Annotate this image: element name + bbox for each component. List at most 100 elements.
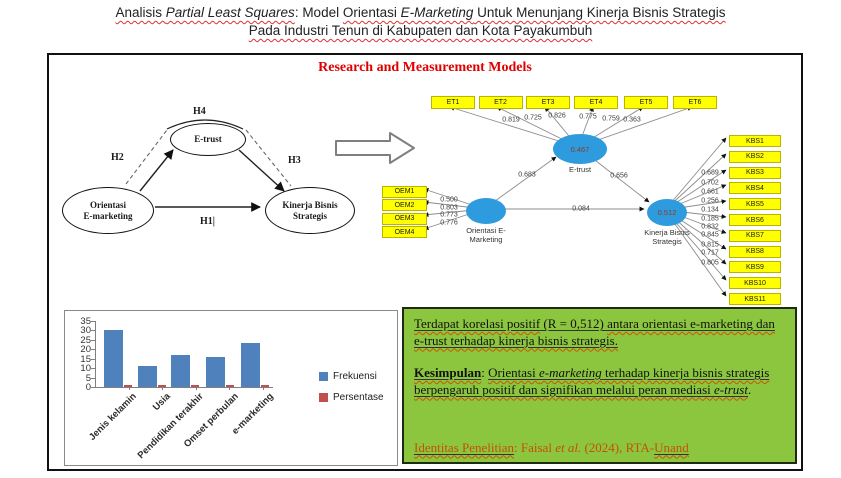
construct-kbs-label: Kinerja Bisnis Strategis (644, 228, 690, 246)
indicator-box-kbs9: KBS9 (729, 261, 781, 274)
hypothesis-h3-label: H3 (288, 155, 301, 166)
concept-node-oem-label: Orientasi E-marketing (83, 200, 133, 221)
construct-oem-label: Orientasi E- Marketing (466, 226, 506, 244)
hypothesis-h1-label: H1| (200, 216, 215, 227)
indicator-box-kbs2: KBS2 (729, 150, 781, 163)
y-tick-label: 35 (80, 315, 91, 327)
y-tick-mark (91, 339, 95, 341)
indicator-box-et6: ET6 (673, 96, 717, 109)
concept-node-kbs-label: Kinerja Bisnis Strategis (282, 200, 338, 221)
x-tick-mark (162, 387, 163, 390)
indicator-box-et1: ET1 (431, 96, 475, 109)
loading-value-oem1: 0.500 (440, 196, 458, 203)
loading-value-kbs3: 0.661 (701, 188, 719, 195)
construct-kbs-circle: 0.512 (647, 199, 687, 226)
indicator-box-kbs11: KBS11 (729, 293, 781, 305)
etrust-r2-value: 0.467 (570, 144, 590, 154)
bar-frekuensi (171, 354, 190, 387)
indicator-box-kbs7: KBS7 (729, 229, 781, 242)
x-tick-mark (262, 387, 264, 390)
findings-panel: Terdapat korelasi positif (R = 0,512) an… (402, 307, 797, 464)
construct-etrust-label: E-trust (568, 165, 592, 174)
category-label: Pendidikan terakhir (135, 391, 206, 462)
loading-value-kbs5: 0.134 (701, 206, 719, 213)
loading-value-et6: 0.363 (623, 116, 641, 123)
y-tick-mark (91, 330, 95, 331)
loading-value-oem3: 0.773 (440, 211, 458, 219)
loading-value-kbs7: 0.832 (701, 223, 719, 230)
research-identity-text: Identitas Penelitian: Faisal et al. (202… (414, 439, 689, 455)
y-tick-mark (91, 358, 95, 360)
title-line-2: Pada Industri Tenun di Kabupaten dan Kot… (248, 23, 593, 38)
loading-value-kbs1: 0.689 (701, 169, 719, 176)
y-tick-mark (91, 377, 95, 379)
loading-value-kbs2: 0.702 (701, 179, 719, 186)
indicator-box-kbs5: KBS5 (729, 198, 781, 211)
y-tick-label: 20 (80, 344, 91, 355)
y-axis (95, 320, 96, 387)
indicator-box-oem1: OEM1 (382, 185, 427, 198)
construct-etrust-circle: 0.467 (553, 134, 607, 164)
loading-value-kbs9: 0.815 (701, 241, 719, 248)
legend-swatch (319, 372, 328, 381)
indicator-box-kbs6: KBS6 (729, 214, 781, 226)
document-title: Analisis Partial Least Squares: Model Or… (0, 4, 841, 40)
finding-correlation-text: Terdapat korelasi positif (R = 0,512) an… (414, 316, 775, 348)
path-etrust-kbs-value: 0.656 (610, 172, 628, 180)
hypothesis-h2-label: H2 (111, 152, 124, 163)
y-tick-label: 15 (80, 353, 91, 365)
bar-persentase (124, 385, 132, 387)
indicator-box-et4: ET4 (574, 96, 618, 109)
indicator-box-kbs4: KBS4 (729, 182, 781, 195)
bar-frekuensi (206, 356, 225, 387)
indicator-box-et3: ET3 (526, 96, 570, 109)
concept-node-kbs: Kinerja Bisnis Strategis (265, 187, 355, 234)
y-tick-label: 5 (85, 372, 91, 384)
category-label: Usia (150, 391, 173, 413)
y-tick-mark (91, 387, 95, 388)
loading-value-et1: 0.819 (502, 116, 520, 123)
loading-value-oem2: 0.803 (440, 204, 458, 211)
bar-persentase (191, 385, 199, 387)
loading-value-oem4: 0.776 (440, 219, 458, 227)
title-line-1: Analisis Partial Least Squares: Model Or… (115, 5, 726, 20)
category-label: Jenis kelamin (86, 391, 139, 443)
panel-title: Research and Measurement Models (318, 60, 532, 75)
legend-item-persentase: Persentase (319, 392, 384, 403)
x-tick-mark (195, 387, 197, 390)
loading-value-kbs6: 0.185 (701, 215, 719, 222)
bar-persentase (261, 385, 269, 387)
y-tick-label: 10 (80, 363, 91, 374)
y-tick-mark (91, 349, 95, 350)
loading-value-et3: 0.826 (548, 112, 566, 119)
legend-label: Frekuensi (333, 371, 377, 382)
finding-conclusion-text: Kesimpulan: Orientasi e-marketing terhad… (414, 365, 770, 397)
kbs-r2-value: 0.512 (657, 208, 677, 217)
y-tick-mark (91, 320, 95, 322)
loading-value-kbs11: 0.805 (701, 259, 719, 266)
hypothesis-h4-label: H4 (193, 106, 206, 117)
path-oem-kbs-value: 0.084 (572, 205, 590, 213)
indicator-box-oem2: OEM2 (382, 199, 427, 211)
loading-value-kbs10: 0.717 (701, 249, 719, 256)
loading-value-et2: 0.725 (524, 114, 542, 121)
bar-persentase (226, 385, 234, 387)
loading-value-et4: 0.775 (579, 113, 597, 120)
models-panel: Research and Measurement Models E-trust … (47, 53, 803, 471)
bar-frekuensi (104, 330, 123, 387)
concept-node-etrust-label: E-trust (194, 134, 222, 145)
loading-value-kbs4: 0.256 (701, 197, 719, 204)
indicator-box-kbs10: KBS10 (729, 277, 781, 290)
indicator-box-kbs8: KBS8 (729, 245, 781, 258)
indicator-box-oem4: OEM4 (382, 226, 427, 238)
indicator-box-kbs1: KBS1 (729, 135, 781, 147)
y-tick-label: 30 (80, 325, 91, 336)
path-oem-etrust-value: 0.683 (518, 171, 536, 179)
indicator-box-et5: ET5 (624, 96, 668, 109)
bar-persentase (158, 385, 166, 387)
indicator-box-et2: ET2 (478, 96, 523, 109)
legend-swatch (319, 393, 328, 402)
x-axis (95, 387, 273, 388)
